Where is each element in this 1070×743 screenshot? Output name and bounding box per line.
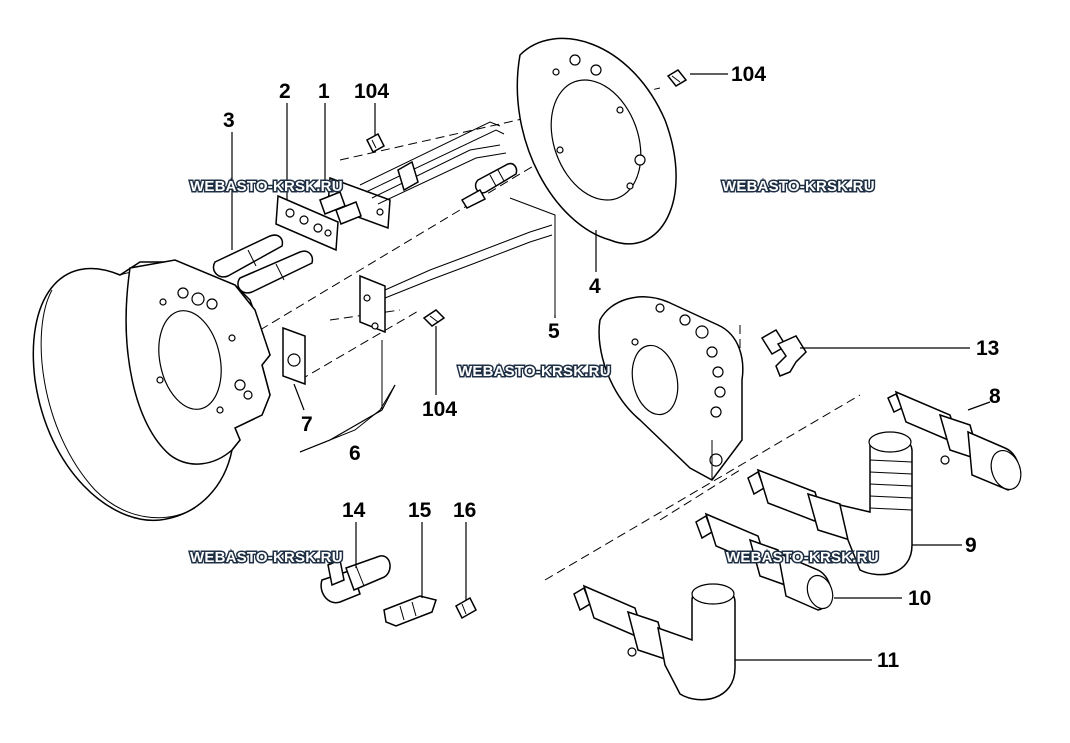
part-3-electrode-tubes — [212, 234, 314, 294]
burner-housing — [32, 259, 271, 521]
callout-6: 6 — [349, 442, 361, 465]
callout-104-upper-left: 104 — [354, 80, 389, 103]
part-7-gasket — [282, 326, 306, 386]
leader-lines — [231, 73, 991, 661]
screw-104-upper-left — [366, 132, 385, 154]
callout-13: 13 — [976, 337, 999, 360]
callout-5: 5 — [548, 320, 560, 343]
part-8-nozzle — [887, 390, 1022, 491]
part-10-nozzle — [695, 512, 834, 611]
watermarks: WEBASTO-KRSK.RU WEBASTO-KRSK.RU WEBASTO-… — [189, 177, 881, 568]
part-1-electrode-holder — [319, 121, 507, 230]
watermark-3: WEBASTO-KRSK.RU — [458, 363, 611, 380]
callout-11: 11 — [877, 649, 900, 672]
callout-9: 9 — [965, 534, 977, 557]
watermark-5: WEBASTO-KRSK.RU — [726, 549, 879, 566]
callout-8: 8 — [989, 385, 1001, 408]
part-4-flange-gasket — [516, 37, 677, 245]
callout-labels: 1 2 3 4 5 6 7 8 9 10 11 13 14 15 16 104 … — [223, 63, 1001, 672]
callout-10: 10 — [908, 587, 931, 610]
callout-3: 3 — [223, 109, 235, 132]
callout-16: 16 — [453, 499, 476, 522]
callout-104-lower: 104 — [422, 398, 457, 421]
screw-104-right — [666, 69, 688, 87]
part-11-elbow — [573, 583, 736, 701]
part-2-plate — [275, 194, 339, 252]
screw-104-lower — [422, 309, 446, 327]
part-6-holder — [299, 224, 553, 453]
watermark-1: WEBASTO-KRSK.RU — [190, 178, 343, 195]
callout-7: 7 — [301, 413, 313, 436]
callout-4: 4 — [589, 275, 601, 298]
part-5-sensor — [460, 162, 556, 315]
callout-1: 1 — [318, 80, 330, 103]
combustion-block — [598, 296, 744, 481]
part-15-terminal — [383, 595, 437, 627]
callout-14: 14 — [342, 499, 366, 522]
callout-15: 15 — [408, 499, 432, 522]
callout-2: 2 — [279, 80, 291, 103]
part-16-plug — [455, 596, 477, 620]
part-9-corrugated-elbow — [747, 431, 913, 576]
watermark-4: WEBASTO-KRSK.RU — [190, 549, 343, 566]
part-14-connector — [320, 555, 391, 604]
part-13-elbow — [760, 328, 807, 377]
callout-104-right: 104 — [731, 63, 766, 86]
watermark-2: WEBASTO-KRSK.RU — [722, 178, 875, 195]
